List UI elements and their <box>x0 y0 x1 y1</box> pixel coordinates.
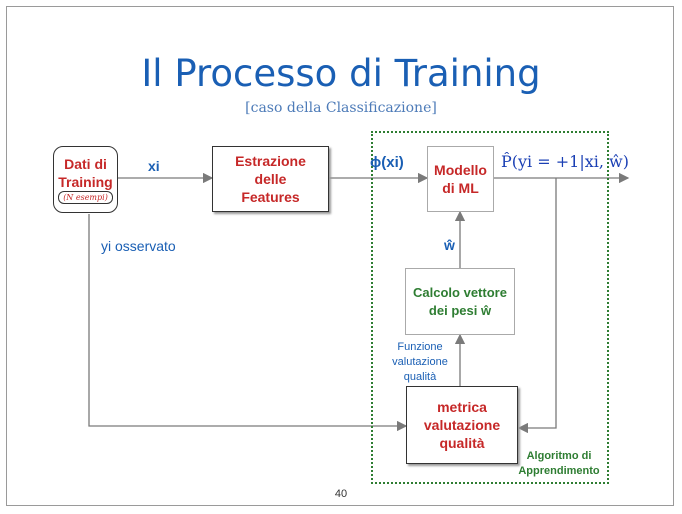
node-metrica-qualita: metrica valutazione qualità <box>406 386 518 464</box>
label-funzione-valutazione: Funzione valutazione qualità <box>380 340 460 385</box>
estrazione-label-1: Estrazione <box>235 153 306 169</box>
dati-note: (N esempi) <box>58 191 113 204</box>
slide-frame <box>6 6 674 506</box>
funzione-line-1: Funzione <box>397 341 443 353</box>
dati-label-2: Training <box>58 174 113 190</box>
page-number: 40 <box>334 488 348 500</box>
label-yi-osservato: yi osservato <box>101 238 176 254</box>
funzione-line-3: qualità <box>403 371 437 383</box>
slide-subtitle: [caso della Classificazione] <box>245 100 437 116</box>
dati-label-1: Dati di <box>64 156 107 172</box>
label-phi-xi: ϕ(xi) <box>370 154 404 171</box>
metrica-label-1: metrica <box>437 399 487 415</box>
algoritmo-line-2: Apprendimento <box>518 465 600 477</box>
calcolo-label-1: Calcolo vettore <box>413 284 507 300</box>
label-algoritmo-apprendimento: Algoritmo di Apprendimento <box>505 449 613 479</box>
metrica-label-2: valutazione <box>423 417 501 433</box>
slide-title: Il Processo di Training <box>141 52 541 95</box>
modello-label-1: Modello <box>434 162 487 178</box>
node-calcolo-pesi: Calcolo vettore dei pesi ŵ <box>405 268 515 335</box>
label-w-hat: ŵ <box>444 237 455 253</box>
label-output-probability: P̂(yi = +1|xi, ŵ) <box>501 152 629 171</box>
label-xi: xi <box>148 158 160 174</box>
estrazione-label-2: delle <box>254 171 287 187</box>
algorithm-boundary <box>371 131 609 484</box>
node-dati-training: Dati di Training (N esempi) <box>53 146 118 213</box>
modello-label-2: di ML <box>442 180 479 196</box>
funzione-line-2: valutazione <box>392 356 448 368</box>
estrazione-label-3: Features <box>241 189 300 205</box>
metrica-label-3: qualità <box>439 435 485 451</box>
calcolo-label-2: dei pesi ŵ <box>428 302 492 318</box>
algoritmo-line-1: Algoritmo di <box>526 450 592 462</box>
arrow-yi-to-metrica <box>88 214 408 432</box>
node-estrazione-features: Estrazione delle Features <box>212 146 329 212</box>
arrow-output-to-metrica <box>517 178 557 434</box>
node-modello-ml: Modello di ML <box>427 146 494 212</box>
